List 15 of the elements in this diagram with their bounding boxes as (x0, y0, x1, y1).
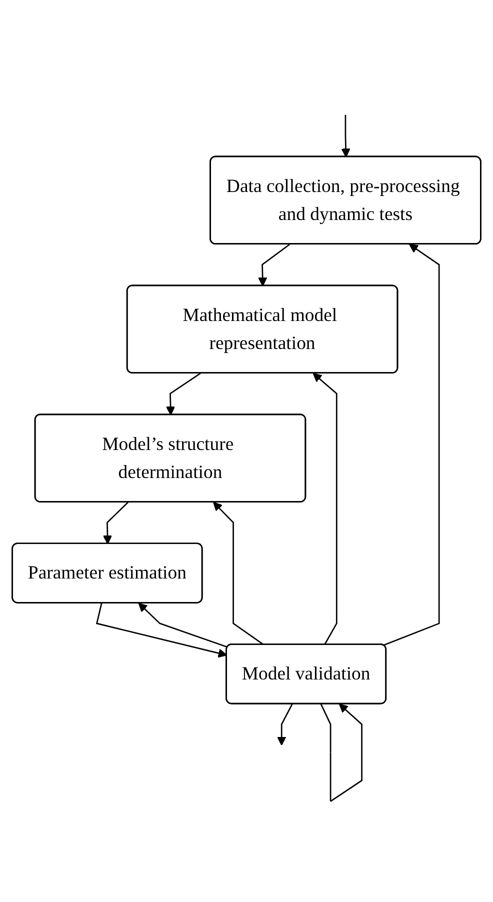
arrow (277, 704, 293, 746)
arrow (341, 115, 350, 158)
arrow (383, 244, 440, 646)
arrow (96, 603, 228, 658)
process-box: Model validation (226, 644, 387, 704)
arrow (213, 502, 264, 646)
arrow (102, 502, 129, 544)
process-box: Model’s structure determination (34, 414, 306, 503)
process-box: Parameter estimation (12, 542, 203, 604)
arrow (138, 602, 228, 648)
process-box: Data collection, pre-processing and dynamic tests (210, 156, 482, 245)
arrow (166, 372, 201, 416)
arrow (258, 244, 290, 286)
process-box: Mathematical model representation (126, 284, 398, 374)
arrow (312, 373, 338, 646)
